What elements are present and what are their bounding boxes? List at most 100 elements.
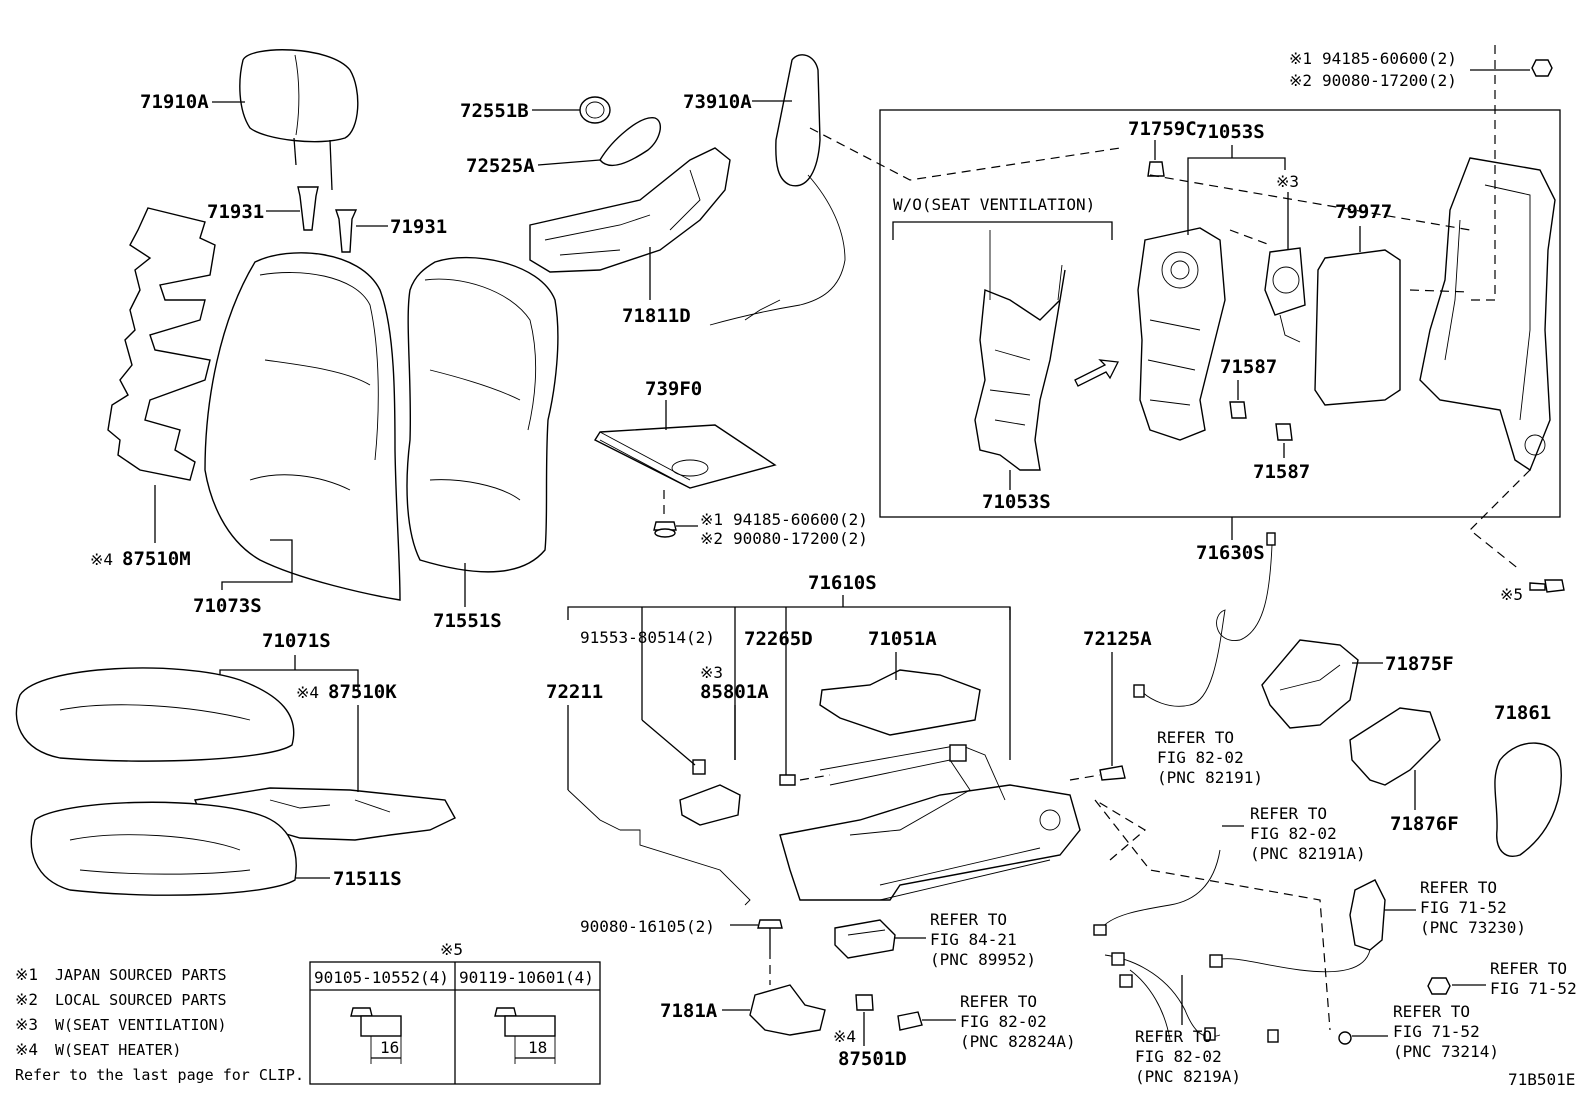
recliner-knob	[599, 117, 662, 166]
legend-text-1: JAPAN SOURCED PARTS	[55, 966, 227, 984]
refer-82191-1: REFER TO	[1157, 728, 1234, 747]
label-71759C: 71759C	[1128, 118, 1197, 140]
refer-82191A-1: REFER TO	[1250, 804, 1327, 823]
bolt-table-part-1: 90105-10552(4)	[314, 968, 449, 987]
seat-belt-buckle	[1214, 879, 1386, 973]
bolt-table-mark: ※5	[440, 940, 463, 959]
refer-73214-2: FIG 71-52	[1393, 1022, 1480, 1041]
label-71931-right: 71931	[390, 216, 447, 238]
headrest-guide-right	[335, 209, 358, 253]
refer-8219A-1: REFER TO	[1135, 1027, 1212, 1046]
cover-71875F	[1261, 639, 1359, 729]
wire-harness-lower	[1093, 849, 1279, 1043]
control-module-89952	[834, 919, 896, 959]
bolt-table-part-2: 90119-10601(4)	[459, 968, 594, 987]
legend: ※1 JAPAN SOURCED PARTS ※2 LOCAL SOURCED …	[15, 965, 304, 1084]
side-airbag-assembly	[709, 54, 846, 326]
diagram-id: 71B501E	[1508, 1070, 1575, 1089]
marker-2-mid: ※2	[700, 529, 723, 548]
cover-71861	[1494, 742, 1562, 857]
marker-3-85801A: ※3	[700, 663, 723, 682]
label-71610S: 71610S	[808, 572, 877, 594]
refer-73230-1: REFER TO	[1420, 878, 1497, 897]
label-71071S: 71071S	[262, 630, 331, 652]
seat-back-frame	[1419, 157, 1556, 472]
legend-mark-3: ※3	[15, 1015, 38, 1034]
refer-82191-3: (PNC 82191)	[1157, 768, 1263, 787]
callout-90080-top: 90080-17200(2)	[1322, 71, 1457, 90]
refer-82191A-2: FIG 82-02	[1250, 824, 1337, 843]
bolt-icon-18	[494, 1007, 556, 1037]
label-71931-left: 71931	[207, 201, 264, 223]
callout-94185-mid: 94185-60600(2)	[733, 510, 868, 529]
bracket-7181A	[749, 984, 826, 1036]
refer-73230-2: FIG 71-52	[1420, 898, 1507, 917]
replacement-arrow	[1074, 359, 1119, 387]
label-85801A: 85801A	[700, 681, 769, 703]
label-71511S: 71511S	[333, 868, 402, 890]
refer-73230-3: (PNC 73230)	[1420, 918, 1526, 937]
label-87501D: 87501D	[838, 1048, 907, 1070]
label-72265D: 72265D	[744, 628, 813, 650]
seat-cushion-pad	[30, 801, 297, 896]
label-87510K: 87510K	[328, 681, 397, 703]
connector-82824A	[897, 1011, 923, 1031]
label-71051A: 71051A	[868, 628, 937, 650]
clip-71759C	[1147, 161, 1165, 177]
marker-4-87510M: ※4	[90, 550, 113, 569]
seat-shield	[529, 147, 731, 273]
adjuster-link-72211	[567, 789, 751, 906]
refer-89952-3: (PNC 89952)	[930, 950, 1036, 969]
wo-seat-ventilation-label: W/O(SEAT VENTILATION)	[893, 195, 1095, 214]
wire-harness-71630S	[1133, 532, 1276, 707]
refer-73214-3: (PNC 73214)	[1393, 1042, 1499, 1061]
label-71073S: 71073S	[193, 595, 262, 617]
bolt-90080-16105	[757, 919, 783, 950]
pin-72125A	[1099, 765, 1126, 781]
seat-cushion-cover	[15, 667, 295, 762]
seat-back-heater-mat	[107, 207, 216, 481]
refer-82191A-3: (PNC 82191A)	[1250, 844, 1366, 863]
headrest	[239, 49, 359, 191]
legend-text-4: W(SEAT HEATER)	[55, 1041, 181, 1059]
cover-71876F	[1349, 707, 1441, 786]
refer-7152-2: FIG 71-52	[1490, 979, 1577, 998]
label-71875F: 71875F	[1385, 653, 1454, 675]
label-71587-bottom: 71587	[1253, 461, 1310, 483]
ventilation-fan	[1264, 247, 1306, 343]
seat-back-cover	[204, 252, 401, 601]
refer-73214-1: REFER TO	[1393, 1002, 1470, 1021]
connector-71587-a	[1229, 401, 1247, 419]
label-71811D: 71811D	[622, 305, 691, 327]
marker-4-87501D: ※4	[833, 1027, 856, 1046]
callout-94185-top: 94185-60600(2)	[1322, 49, 1457, 68]
bolt-5	[1529, 579, 1565, 593]
back-pad-79977	[1314, 249, 1401, 406]
bolt-spec-table: ※5 90105-10552(4) 90119-10601(4) 16 18	[309, 940, 601, 1085]
frame-plate-with-ventilation	[1137, 227, 1226, 441]
marker-1-top: ※1	[1289, 49, 1312, 68]
label-71876F: 71876F	[1390, 813, 1459, 835]
seat-adjuster-frame	[779, 744, 1081, 901]
headrest-guide-left	[297, 186, 319, 231]
adjuster-upper-71051A	[819, 669, 981, 736]
label-72525A: 72525A	[466, 155, 535, 177]
legend-text-3: W(SEAT VENTILATION)	[55, 1016, 227, 1034]
callout-90080-mid: 90080-17200(2)	[733, 529, 868, 548]
refer-89952-1: REFER TO	[930, 910, 1007, 929]
refer-8219A-2: FIG 82-02	[1135, 1047, 1222, 1066]
label-71053S-bottom: 71053S	[982, 491, 1051, 513]
refer-8219A-3: (PNC 8219A)	[1135, 1067, 1241, 1086]
clip-fastener-mid	[653, 521, 677, 538]
refer-82824A-3: (PNC 82824A)	[960, 1032, 1076, 1051]
bolt-length-16: 16	[380, 1038, 399, 1057]
marker-2-top: ※2	[1289, 71, 1312, 90]
label-90080-16105: 90080-16105(2)	[580, 917, 715, 936]
legend-mark-4: ※4	[15, 1040, 38, 1059]
label-73910A: 73910A	[683, 91, 752, 113]
legend-text-2: LOCAL SOURCED PARTS	[55, 991, 227, 1009]
label-71910A: 71910A	[140, 91, 209, 113]
legend-mark-1: ※1	[15, 965, 38, 984]
